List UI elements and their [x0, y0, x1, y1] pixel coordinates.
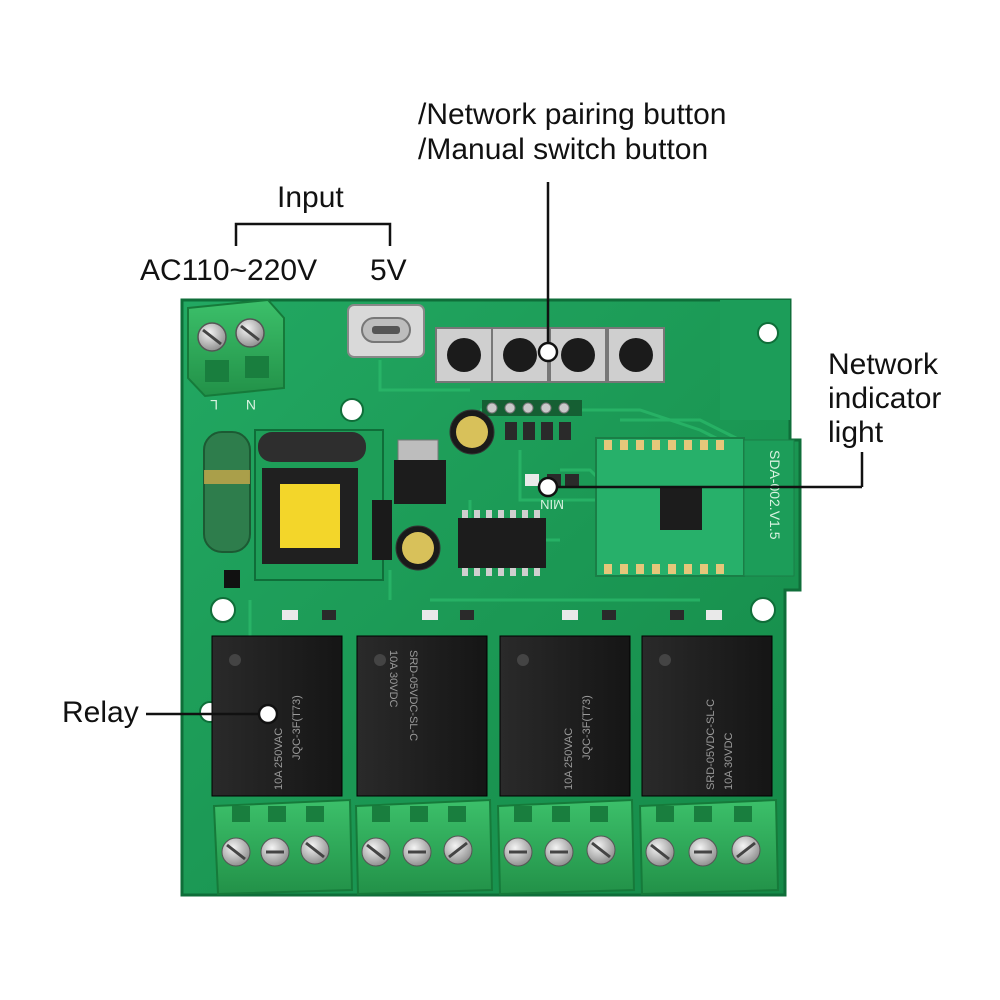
relay-3 [499, 635, 631, 797]
label-relay: Relay [62, 696, 139, 729]
relay-4 [641, 635, 773, 797]
mounting-hole [750, 597, 776, 623]
output-terminal-3 [496, 798, 636, 896]
label-network-indicator-2: indicator [828, 382, 942, 415]
terminal-label-n: N [246, 397, 256, 413]
label-manual-switch: /Manual switch button [418, 133, 709, 166]
relay-2 [356, 635, 488, 797]
label-network-indicator-1: Network [828, 348, 939, 381]
relay-1-text-b: 10A 250VAC [273, 728, 285, 790]
electrolytic-capacitor [395, 409, 495, 571]
pin-header [482, 400, 582, 416]
terminal-label-l: L [210, 397, 218, 413]
mounting-hole [757, 322, 779, 344]
output-terminal-4 [638, 798, 780, 896]
voltage-regulator [394, 439, 446, 504]
relay-2-text-a: 10A 30VDC [387, 650, 399, 708]
mounting-hole [340, 398, 364, 422]
relay-4-text-a: 10A 30VDC [723, 732, 735, 790]
pcb-top-tab [720, 300, 790, 420]
wifi-module [595, 437, 795, 577]
relay-1-text-a: JQC-3F(T73) [291, 695, 303, 760]
tact-buttons [435, 327, 665, 383]
input-bracket [234, 222, 392, 246]
ic-chip [458, 510, 546, 576]
led-marking: MIN [540, 497, 564, 512]
label-network-pairing: /Network pairing button [418, 98, 727, 131]
callout-lines [146, 182, 864, 716]
relay-status-leds [282, 610, 722, 620]
relay-3-text-b: 10A 250VAC [563, 728, 575, 790]
input-terminal-block [187, 298, 285, 398]
relay-2-text-b: SRD-05VDC-SL-C [407, 650, 419, 741]
mounting-hole [210, 597, 236, 623]
output-terminal-1 [212, 798, 354, 896]
output-terminal-2 [354, 798, 494, 896]
callout-dots [257, 341, 559, 725]
smd-resistors [505, 422, 571, 440]
relay-4-text-b: SRD-05VDC-SL-C [705, 699, 717, 790]
relay-3-text-a: JQC-3F(T73) [581, 695, 593, 760]
usb-c-port [347, 304, 425, 358]
label-dc-input: 5V [370, 254, 407, 287]
power-supply-module [203, 429, 392, 588]
label-input: Input [277, 181, 344, 214]
label-ac-input: AC110~220V [140, 254, 318, 287]
label-network-indicator-3: light [828, 416, 884, 449]
module-marking: SDA-002.V1.5 [767, 450, 783, 540]
